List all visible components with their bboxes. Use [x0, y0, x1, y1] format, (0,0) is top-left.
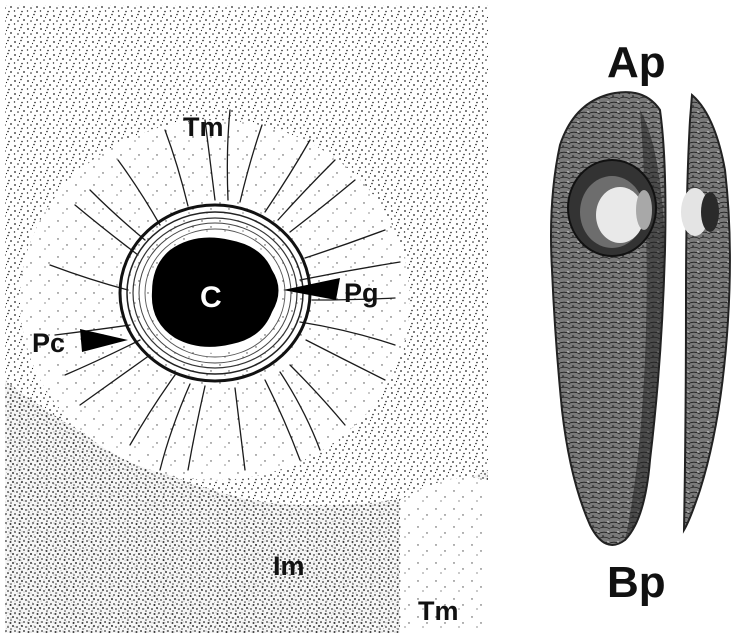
label-im: Im	[273, 551, 305, 581]
label-pc: Pc	[32, 328, 65, 358]
osteon-side-half	[684, 95, 730, 530]
label-tm-top: Tm	[183, 112, 224, 142]
label-apical: Ap	[607, 38, 666, 87]
label-basal: Bp	[607, 558, 666, 607]
tissue-panel: Tm C Pg Pc Im Tm	[5, 5, 488, 633]
label-tm-bottom: Tm	[418, 596, 459, 626]
label-center: C	[200, 281, 222, 314]
osteon-3d-model: Ap Bp	[551, 38, 730, 607]
label-pg: Pg	[344, 278, 379, 308]
